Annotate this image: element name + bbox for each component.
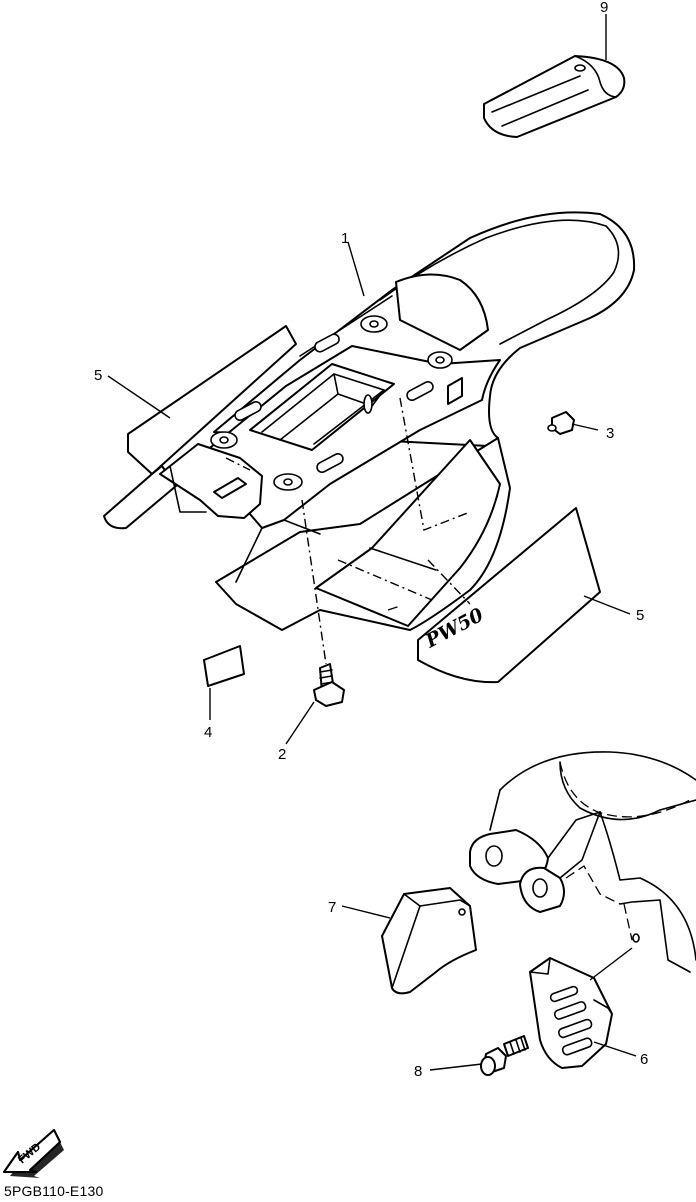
part-4-pad: [203, 645, 245, 687]
part-2-bolt: [313, 663, 345, 707]
frame-section: [469, 751, 696, 973]
callout-6: 6: [640, 1051, 648, 1068]
callout-labels: 9 1 5 3 5 4 2 7 8 6: [94, 0, 648, 1080]
callout-1: 1: [341, 230, 349, 247]
callout-7: 7: [328, 899, 336, 916]
part-9-grip-cover: [483, 55, 626, 138]
callout-9: 9: [600, 0, 608, 16]
callout-8: 8: [414, 1063, 422, 1080]
part-1-rear-fender: [159, 211, 636, 631]
leader-lines: [107, 14, 637, 1071]
callout-3: 3: [606, 425, 614, 442]
callout-5-left: 5: [94, 367, 102, 384]
part-7-guard: [381, 887, 477, 995]
callout-2: 2: [278, 746, 286, 763]
part-6-heat-guard: [529, 957, 613, 1069]
callout-5-right: 5: [636, 607, 644, 624]
fwd-arrow-icon: FWD: [3, 1129, 64, 1178]
drawing-code: 5PGB110-E130: [4, 1183, 104, 1199]
part-8-bolt: [480, 1035, 529, 1076]
callout-4: 4: [204, 724, 212, 741]
assembly-lines: [225, 397, 471, 665]
part-3-screw: [547, 411, 575, 435]
